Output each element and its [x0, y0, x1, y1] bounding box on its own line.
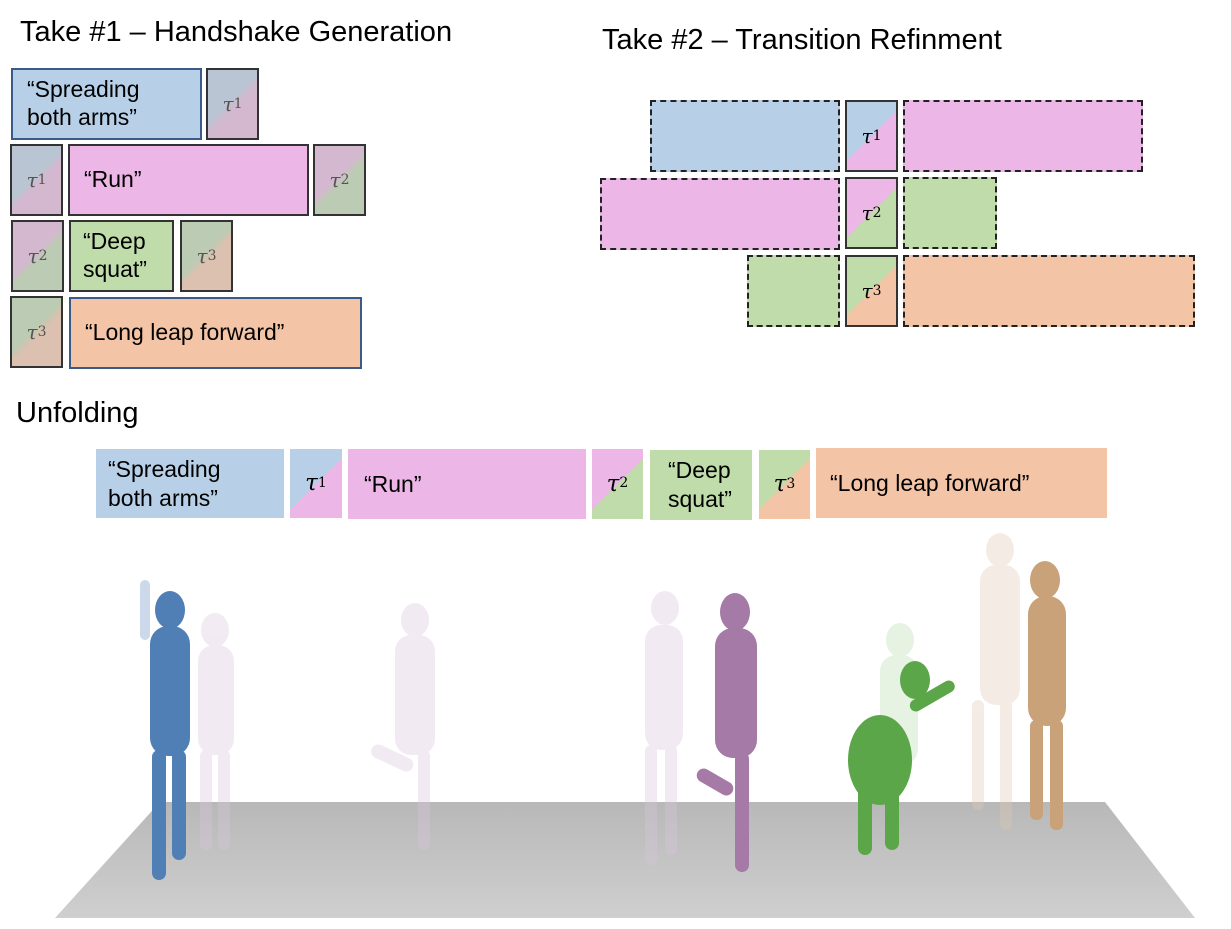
take2-context-run	[903, 100, 1143, 172]
tau-symbol: τ	[329, 168, 341, 192]
take2-context-squat	[747, 255, 840, 327]
motion-render-scene	[55, 533, 1195, 918]
segment-label: both arms”	[108, 484, 218, 511]
tau-symbol: τ	[773, 471, 787, 498]
unfold-segment-leap: “Long leap forward”	[816, 448, 1107, 518]
tau-subscript: 1	[37, 171, 47, 188]
segment-label: “Long leap forward”	[85, 319, 285, 346]
figure-ghost-spreading	[198, 613, 234, 850]
figure-purple-run	[696, 593, 757, 872]
segment-label: “Spreading	[27, 76, 140, 103]
tau-subscript: 2	[872, 204, 882, 221]
take1-segment-leap: “Long leap forward”	[69, 297, 362, 369]
figure-ghost-run	[371, 603, 435, 850]
tau-symbol: τ	[861, 279, 873, 303]
ghost-figures	[198, 533, 1020, 865]
figure-tan-leap	[1028, 561, 1066, 830]
tau-subscript: 3	[786, 475, 796, 492]
take1-title: Take #1 – Handshake Generation	[20, 16, 453, 48]
figure-green-squat	[848, 661, 955, 855]
tau-symbol: τ	[861, 124, 873, 148]
segment-label: “Spreading	[108, 455, 221, 482]
unfold-segment-squat: “Deep squat”	[650, 450, 752, 520]
tau-symbol: τ	[26, 320, 38, 344]
take2-context-run	[600, 178, 840, 250]
tau-symbol: τ	[606, 470, 620, 497]
tau-symbol: τ	[27, 244, 39, 268]
tau-subscript: 1	[872, 127, 882, 144]
unfold-segment-run: “Run”	[348, 449, 586, 519]
tau-subscript: 3	[872, 282, 882, 299]
unfold-segment-spreading: “Spreading both arms”	[96, 449, 284, 518]
segment-label: both arms”	[27, 104, 137, 130]
segment-label: squat”	[83, 256, 147, 282]
segment-label: “Run”	[364, 470, 422, 497]
figure-ghost-run-2	[645, 591, 683, 865]
take2-title: Take #2 – Transition Refinment	[602, 24, 1002, 56]
take2-context-squat	[903, 177, 997, 249]
figure-ghost-leap	[972, 533, 1020, 830]
tau-subscript: 1	[317, 474, 327, 491]
tau-subscript: 2	[619, 475, 629, 492]
unfolding-title: Unfolding	[16, 397, 139, 429]
tau-symbol: τ	[861, 201, 873, 225]
tau-symbol: τ	[305, 470, 318, 497]
take1-segment-run: “Run”	[68, 144, 309, 216]
tau-subscript: 1	[233, 95, 243, 112]
take1-segment-spreading: “Spreading both arms”	[11, 68, 202, 140]
take2-context-leap	[903, 255, 1195, 327]
take1-segment-squat: “Deep squat”	[69, 220, 174, 292]
tau-subscript: 3	[207, 247, 217, 264]
segment-label: “Long leap forward”	[830, 469, 1030, 496]
tau-subscript: 2	[340, 171, 350, 188]
tau-subscript: 3	[37, 323, 47, 340]
tau-symbol: τ	[26, 168, 38, 192]
segment-label: “Deep	[83, 228, 146, 255]
segment-label: squat”	[668, 486, 732, 512]
figure-blue-spreading-arms	[140, 580, 190, 880]
take2-context-spreading	[650, 100, 840, 172]
tau-symbol: τ	[196, 244, 208, 268]
segment-label: “Run”	[84, 166, 142, 193]
tau-symbol: τ	[222, 92, 234, 116]
floor-plane	[55, 802, 1195, 918]
tau-subscript: 2	[38, 247, 48, 264]
segment-label: “Deep	[668, 457, 731, 484]
